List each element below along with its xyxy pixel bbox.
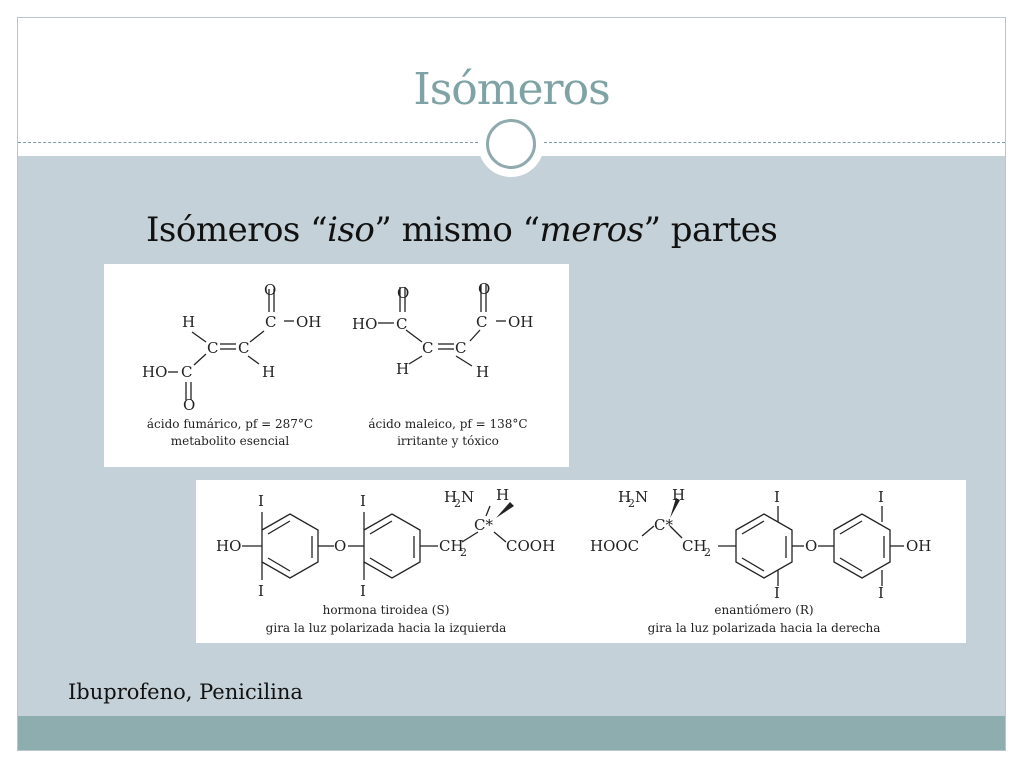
atom-label: I (878, 488, 884, 506)
atom-label: I (258, 492, 264, 510)
atom-label: HO (216, 537, 241, 555)
right-caption-line1: enantiómero (R) (714, 603, 813, 617)
subtitle-part1: Isómeros “ (146, 210, 328, 250)
title-divider-right (544, 142, 1005, 143)
atom-label: H (396, 360, 409, 378)
atom-label: O (805, 537, 817, 555)
atom-label: C (396, 315, 407, 333)
atom-label: H (496, 486, 509, 504)
fumaric-caption-line2: metabolito esencial (171, 434, 290, 448)
atom-subscript: 2 (628, 497, 635, 510)
fumaric-caption-line1: ácido fumárico, pf = 287°C (147, 417, 313, 431)
atom-label: OH (296, 313, 321, 331)
atom-label: C (422, 339, 433, 357)
subtitle-meros: meros (539, 210, 645, 250)
footer-text: Ibuprofeno, Penicilina (68, 680, 303, 704)
atom-label: C* (474, 516, 493, 534)
wedge-bond (496, 502, 514, 518)
thyroid-structures: I HO I O I I CH 2 H 2 N H C* COOH H 2 N … (216, 486, 931, 635)
atom-label: OH (508, 313, 533, 331)
atom-label: I (360, 582, 366, 600)
atom-label: HO (352, 315, 377, 333)
atom-label: C (455, 339, 466, 357)
atom-label: H (444, 488, 457, 506)
atom-label: COOH (506, 537, 555, 555)
left-caption-line2: gira la luz polarizada hacia la izquierd… (266, 621, 507, 635)
atom-label: HOOC (590, 537, 639, 555)
atom-label: O (397, 284, 409, 302)
atom-label: H (618, 488, 631, 506)
right-caption-line2: gira la luz polarizada hacia la derecha (648, 621, 881, 635)
atom-label: O (478, 280, 490, 298)
atom-subscript: 2 (454, 497, 461, 510)
atom-label: H (182, 313, 195, 331)
atom-label: CH (682, 537, 707, 555)
atom-label: C (265, 313, 276, 331)
bottom-bar (18, 716, 1005, 750)
atom-label: H (476, 363, 489, 381)
atom-label: O (183, 396, 195, 414)
atom-label: C (238, 339, 249, 357)
figure-fumaric-maleic: O H C OH C C HO C H O O O HO C C OH C C … (104, 264, 569, 467)
maleic-caption-line1: ácido maleico, pf = 138°C (368, 417, 527, 431)
atom-label: O (264, 281, 276, 299)
atom-label: I (774, 488, 780, 506)
slide-title: Isómeros (413, 64, 610, 115)
atom-label: C (207, 339, 218, 357)
slide-subtitle: Isómeros “iso” mismo “meros” partes (146, 210, 778, 250)
subtitle-part2: ” mismo “ (374, 210, 540, 250)
atom-label: C* (654, 516, 673, 534)
title-divider-left (18, 142, 478, 143)
atom-label: I (774, 584, 780, 602)
atom-label: N (461, 488, 474, 506)
wedge-bond (670, 498, 680, 518)
subtitle-part3: ” partes (643, 210, 778, 250)
atom-label: CH (439, 537, 464, 555)
atom-label: HO (142, 363, 167, 381)
atom-label: H (262, 363, 275, 381)
fumaric-maleic-structures: O H C OH C C HO C H O O O HO C C OH C C … (142, 280, 533, 448)
atom-label: I (258, 582, 264, 600)
left-caption-line1: hormona tiroidea (S) (323, 603, 450, 617)
atom-label: C (476, 313, 487, 331)
maleic-caption-line2: irritante y tóxico (397, 434, 499, 448)
atom-label: I (878, 584, 884, 602)
atom-label: C (181, 363, 192, 381)
atom-label: I (360, 492, 366, 510)
figure-thyroid-enantiomers: I HO I O I I CH 2 H 2 N H C* COOH H 2 N … (196, 480, 966, 643)
atom-subscript: 2 (704, 546, 711, 559)
subtitle-iso: iso (327, 210, 375, 250)
divider-circle-icon (486, 119, 536, 169)
atom-label: N (635, 488, 648, 506)
atom-label: H (672, 486, 685, 504)
atom-label: OH (906, 537, 931, 555)
atom-subscript: 2 (460, 546, 467, 559)
atom-label: O (334, 537, 346, 555)
